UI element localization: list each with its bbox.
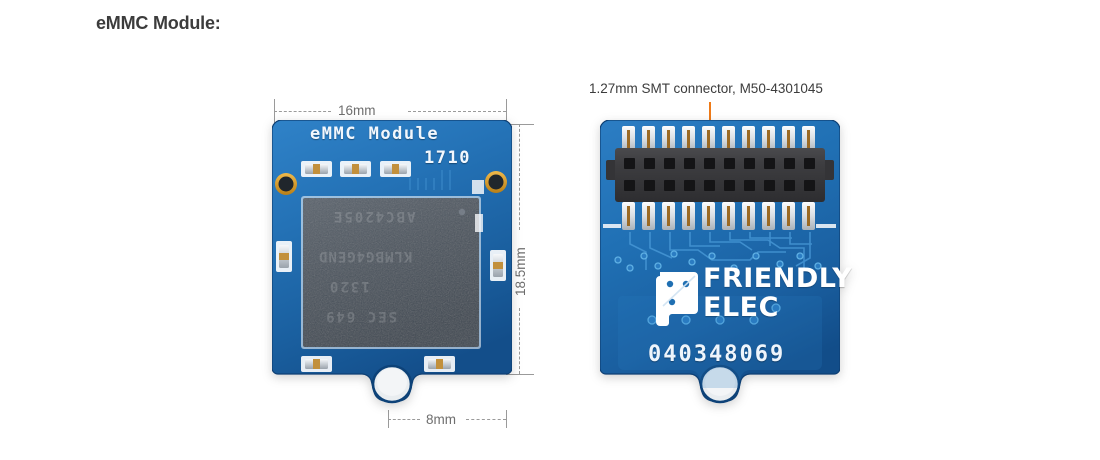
pcb-traces-back [629, 232, 812, 270]
emmc-chip [303, 198, 479, 347]
dim-height-tick-bottom [506, 374, 534, 375]
dim-width-label: 16mm [338, 103, 376, 118]
dim-width-tick-left [274, 99, 275, 125]
dim-notch-line-right [466, 419, 506, 420]
page-title: eMMC Module: [96, 13, 221, 33]
emmc-module-back: FRIENDLY ELEC 040348069 [600, 120, 852, 405]
dim-width-line-right [408, 111, 506, 112]
connector-pads-bottom [622, 202, 815, 230]
dim-height-line-top [519, 124, 520, 230]
dim-height-tick-top [506, 124, 534, 125]
pcb-traces-front [409, 170, 451, 190]
connector-callout-label: 1.27mm SMT connector, M50-4301045 [589, 81, 823, 96]
dim-notch-label: 8mm [426, 412, 456, 427]
dim-height-line-bottom [519, 308, 520, 374]
friendlyelec-logo-mark [656, 272, 698, 326]
gold-via-pad-right [485, 171, 507, 193]
connector-pin-holes [624, 158, 815, 191]
dim-notch-line-left [388, 419, 420, 420]
gold-via-pad-left [275, 173, 297, 195]
emmc-module-front: eMMC Module 1710 ABC4205E KLMBG4GEND 132… [272, 120, 512, 405]
pcb-vias [614, 250, 822, 325]
smd-capacitor-row-bottom [301, 356, 455, 372]
dim-height-label: 18.5mm [513, 247, 528, 296]
smd-capacitor-side-right [490, 250, 506, 281]
smd-capacitor-row-top [301, 161, 411, 177]
smt-connector [606, 148, 834, 202]
smd-capacitor-side-left [276, 241, 292, 272]
connector-pads-top [622, 126, 815, 152]
dim-width-line-left [274, 111, 331, 112]
dim-notch-tick-right [506, 410, 507, 428]
dim-width-tick-right [506, 99, 507, 125]
